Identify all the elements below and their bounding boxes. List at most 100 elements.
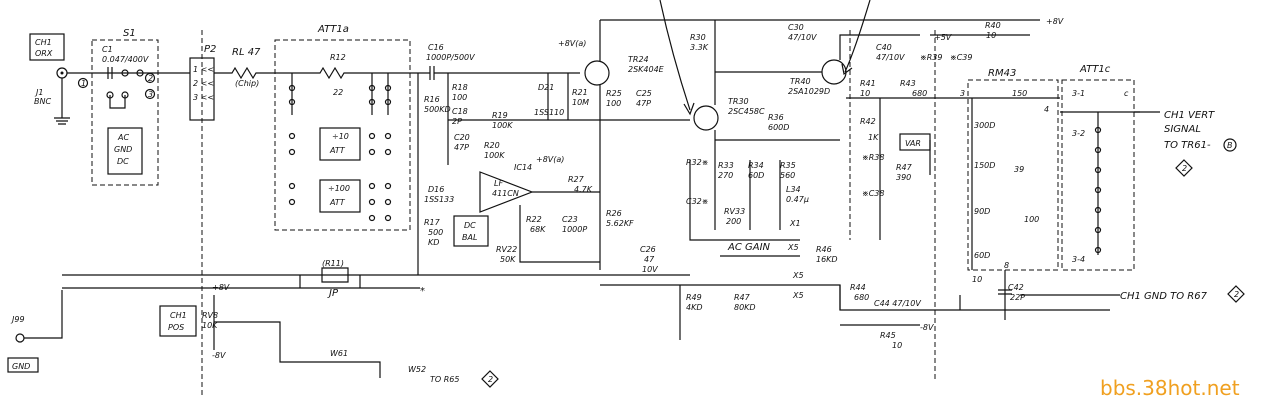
- c38-label: ※C38: [862, 189, 884, 198]
- r30-value: 3.3K: [690, 43, 709, 52]
- w61-label: W61: [330, 349, 348, 358]
- arrow-2: [844, 0, 871, 73]
- att1a-contact: [288, 182, 296, 190]
- ic14-feedback: [519, 205, 600, 263]
- c20-label: C20: [454, 133, 470, 142]
- c39-label: ※C39: [950, 53, 972, 62]
- ch1-gnd-label: CH1 GND TO R67: [1120, 291, 1208, 302]
- j99-label: J99: [10, 315, 25, 324]
- rm43-dashed-box: [967, 79, 1059, 271]
- att100-label: ATT: [329, 198, 346, 207]
- tr40-transistor: [821, 59, 847, 85]
- r27-label: R27: [568, 175, 585, 184]
- r42-value: 1K: [868, 133, 879, 142]
- att1a-contact: [384, 182, 392, 190]
- r46-value: 16KD: [816, 255, 838, 264]
- rv8-neg8v: -8V: [212, 351, 226, 360]
- r17-value: 500: [428, 228, 443, 237]
- plus5v-label: +5V: [934, 33, 952, 42]
- ch1-pos-label-2: POS: [168, 323, 184, 332]
- r20-value: 100K: [484, 151, 505, 160]
- att1a-contact: [288, 148, 296, 156]
- r47-top-label: R47: [896, 163, 913, 172]
- r41-label: R41: [860, 79, 876, 88]
- r44-label: R44: [850, 283, 866, 292]
- att1c-contact: [1094, 226, 1102, 234]
- att1a-contact: [368, 182, 376, 190]
- dcbal-label-1: DC: [464, 221, 476, 230]
- att1a-contact: [288, 198, 296, 206]
- att1a-contact: [384, 198, 392, 206]
- arrow-1: [659, 0, 691, 111]
- r47-top-value: 390: [896, 173, 911, 182]
- r12-value: 22: [333, 88, 343, 97]
- rv33-value: 200: [726, 217, 741, 226]
- ch1-input-block: CH1 ORX J1 BNC 1: [29, 33, 190, 125]
- l34-value: 0.47μ: [786, 195, 809, 204]
- r21-label: R21: [572, 88, 588, 97]
- att1a-dashed-box: [274, 39, 411, 231]
- c16-capacitor: [410, 66, 580, 80]
- r21-value: 10M: [572, 98, 589, 107]
- s1-label: S1: [123, 28, 136, 39]
- c16-value: 1000P/500V: [426, 53, 475, 62]
- r36-value: 600D: [768, 123, 789, 132]
- plus8va-label-top: +8V(a): [558, 39, 586, 48]
- c25-value: 47P: [636, 99, 651, 108]
- gnd-label: GND: [114, 145, 132, 154]
- rm43-90d: 90D: [974, 207, 990, 216]
- r45-label: R45: [880, 331, 896, 340]
- att1a-contact: [368, 148, 376, 156]
- att1a-contact: [384, 214, 392, 222]
- r11-label: (R11): [322, 259, 344, 268]
- ic14-label: IC14: [514, 163, 532, 172]
- c25-label: C25: [636, 89, 652, 98]
- att1c-label: ATT1c: [1079, 64, 1111, 75]
- rm43-150d: 150D: [974, 161, 995, 170]
- r41-value: 10: [860, 89, 870, 98]
- neg8v-label: -8V: [920, 323, 934, 332]
- c23-value: 1000P: [562, 225, 587, 234]
- r39-label: ※R39: [920, 53, 942, 62]
- rv8-value: 10K: [202, 321, 218, 330]
- att1c-contact: [1094, 246, 1102, 254]
- s1-dashed-box: [91, 39, 159, 186]
- att10-label: ATT: [329, 146, 346, 155]
- c40-value: 47/10V: [876, 53, 905, 62]
- rl-resistor: RL 47 (Chip): [214, 47, 275, 88]
- rv8-plus8v: +8V: [212, 283, 230, 292]
- marker-3-text: 3: [148, 90, 153, 99]
- r22-label: R22: [526, 215, 542, 224]
- r44-value: 680: [854, 293, 869, 302]
- r25-value: 100: [606, 99, 621, 108]
- tr40-label: TR40: [790, 77, 811, 86]
- r22-value: 68K: [530, 225, 546, 234]
- rm43-pin-4: 4: [1044, 105, 1049, 114]
- att100-ratio: ÷100: [328, 184, 350, 193]
- att1c-3-2: 3-2: [1072, 129, 1085, 138]
- r33-label: R33: [718, 161, 734, 170]
- att1a-contact: [288, 84, 296, 92]
- r49-value: 4KD: [686, 303, 703, 312]
- r33-value: 270: [718, 171, 733, 180]
- s1-contact-2: [136, 69, 144, 77]
- gnd-output-line: [959, 294, 1120, 310]
- fet-frontend: C16 1000P/500V R16 500KD R18 100 C18 2P …: [410, 19, 715, 275]
- r20-label: R20: [484, 141, 500, 150]
- r42-label: R42: [860, 117, 876, 126]
- r19-label: R19: [492, 111, 508, 120]
- att1a-contact: [368, 84, 376, 92]
- rm43-60d: 60D: [974, 251, 990, 260]
- bnc-label: BNC: [34, 97, 51, 106]
- r12-line: [275, 66, 410, 80]
- r36-label: R36: [768, 113, 784, 122]
- ch1-pos-block: CH1 POS +8V RV8 10K -8V W61 W52 TO R65 2: [159, 283, 499, 388]
- ch1-vert-label: CH1 VERT: [1164, 110, 1215, 121]
- att1c-block: ATT1c 3-1 3-2 3-4 c: [1060, 64, 1160, 271]
- ic14-block: C20 47P R20 100K IC14 LF 411CN +8V(a) R2…: [424, 133, 658, 274]
- j99-wire: [24, 290, 63, 339]
- dcbal-box: [453, 215, 489, 247]
- c18-label: C18: [452, 107, 468, 116]
- att1a-contact: [288, 132, 296, 140]
